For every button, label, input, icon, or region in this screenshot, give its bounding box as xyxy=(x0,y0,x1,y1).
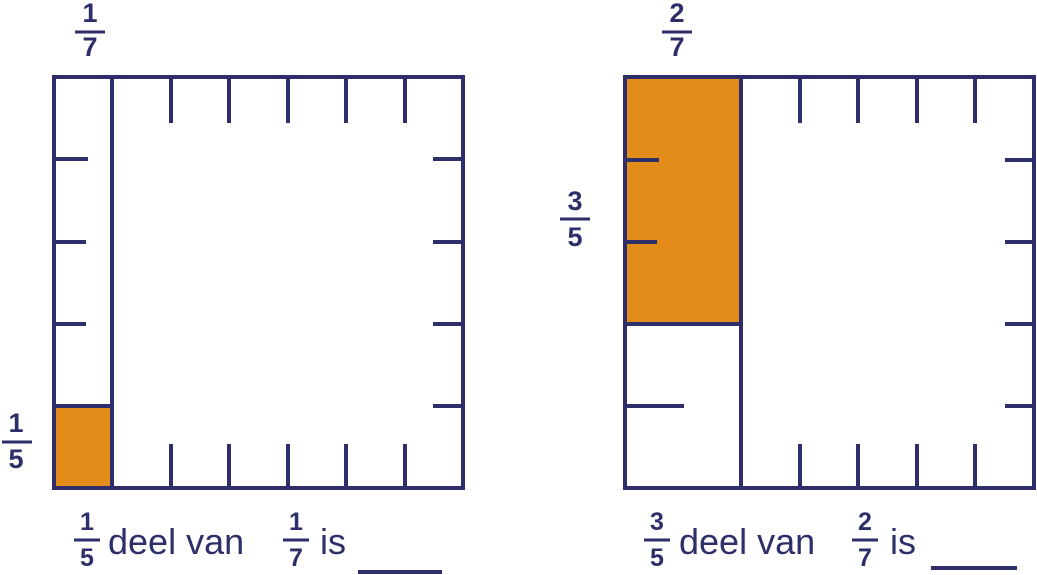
panel-1-side-fraction-numerator: 1 xyxy=(8,408,23,438)
panel-1-square xyxy=(52,75,465,490)
panel-1-caption: 1 5 deel van 1 7 is xyxy=(74,508,442,574)
panel-2-top-fraction-denominator: 7 xyxy=(669,32,684,62)
panel-1-caption-whole-numerator: 1 xyxy=(289,508,303,536)
panel-1-top-fraction-denominator: 7 xyxy=(82,32,97,62)
panel-1-top-fraction: 1 7 xyxy=(75,0,105,62)
panel-1-caption-end-text: is xyxy=(320,521,346,562)
panel-1-caption-whole-denominator: 7 xyxy=(289,544,303,572)
panel-2-top-fraction: 2 7 xyxy=(662,0,692,62)
panel-2-caption-end-text: is xyxy=(890,521,916,562)
panel-2-top-ticks xyxy=(798,77,977,123)
panel-2-top-fraction-numerator: 2 xyxy=(669,0,684,28)
panel-1-left-ticks xyxy=(54,157,88,326)
panel-2: 2 7 3 5 xyxy=(560,0,1036,572)
panel-2-caption-part-denominator: 5 xyxy=(650,544,664,572)
panel-1-shaded-region xyxy=(54,406,112,488)
panel-1-caption-part-numerator: 1 xyxy=(80,508,94,536)
panel-2-square xyxy=(623,75,1036,490)
panel-2-caption-part-numerator: 3 xyxy=(650,508,664,536)
panel-2-side-fraction: 3 5 xyxy=(560,186,590,252)
panel-2-bottom-ticks xyxy=(798,444,977,488)
panel-1-caption-part-denominator: 5 xyxy=(80,544,94,572)
panel-2-side-fraction-denominator: 5 xyxy=(567,222,582,252)
panel-1-side-fraction-denominator: 5 xyxy=(8,444,23,474)
panel-2-shaded-region xyxy=(625,77,741,324)
panel-1-side-fraction: 1 5 xyxy=(2,408,32,474)
panel-2-right-ticks xyxy=(1005,158,1034,408)
panel-2-caption-whole-denominator: 7 xyxy=(858,544,872,572)
panel-1: 1 7 1 5 xyxy=(2,0,465,574)
panel-1-bottom-ticks xyxy=(169,444,407,488)
panel-2-caption: 3 5 deel van 2 7 is xyxy=(644,508,1017,572)
panel-2-side-fraction-numerator: 3 xyxy=(567,186,582,216)
panel-1-right-ticks xyxy=(433,157,463,408)
panel-1-caption-middle-text: deel van xyxy=(108,521,244,562)
panel-2-caption-middle-text: deel van xyxy=(679,521,815,562)
panel-2-left-ticks xyxy=(625,158,684,408)
panel-2-caption-whole-numerator: 2 xyxy=(858,508,872,536)
panel-1-top-fraction-numerator: 1 xyxy=(82,0,97,28)
panel-1-top-ticks xyxy=(169,77,407,123)
